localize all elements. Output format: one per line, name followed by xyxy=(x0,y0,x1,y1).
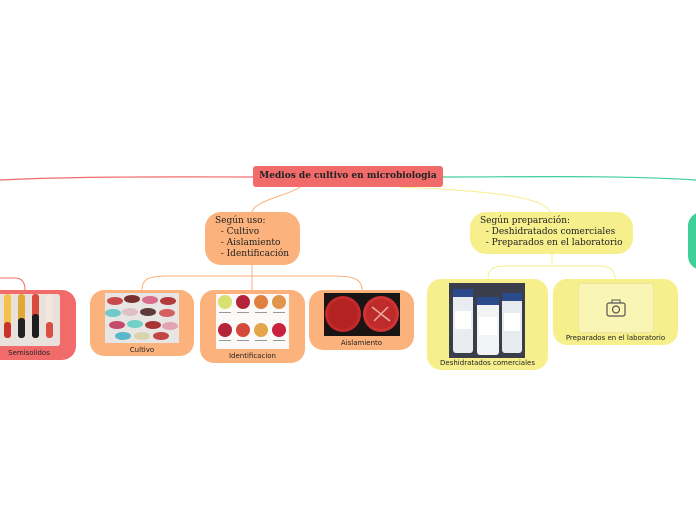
leaf-label-semisolidos: Semisolidos xyxy=(8,349,50,357)
connector-root-left xyxy=(0,176,254,181)
identificacion-image xyxy=(216,294,289,349)
aislamiento-image xyxy=(324,293,400,336)
connector-uso-leaves xyxy=(141,265,363,291)
leaf-identificacion[interactable]: Identificacion xyxy=(200,290,305,363)
camera-icon xyxy=(606,299,626,317)
cultivo-image xyxy=(105,293,179,343)
connector-root-right xyxy=(442,176,696,181)
branch-green-offscreen[interactable] xyxy=(688,212,696,270)
connector-root-uso xyxy=(251,186,301,213)
branch-segun-preparacion[interactable]: Según preparación: - Deshidratados comer… xyxy=(470,212,633,254)
leaf-label-preparados: Preparados en el laboratorio xyxy=(565,334,666,342)
connector-semisolidos xyxy=(0,277,26,291)
leaf-preparados-laboratorio[interactable]: Preparados en el laboratorio xyxy=(553,279,678,345)
leaf-label-deshidratados: Deshidratados comerciales xyxy=(440,359,535,367)
leaf-deshidratados-comerciales[interactable]: Deshidratados comerciales xyxy=(427,279,548,370)
connector-root-prep xyxy=(399,186,551,213)
leaf-label-aislamiento: Aislamiento xyxy=(340,339,383,347)
root-topic[interactable]: Medios de cultivo en microbiologia xyxy=(253,166,443,187)
leaf-semisolidos[interactable]: Semisolidos xyxy=(0,290,76,360)
leaf-label-cultivo: Cultivo xyxy=(129,346,155,354)
deshidratados-image xyxy=(449,283,525,358)
image-placeholder xyxy=(578,283,654,333)
semisolidos-image xyxy=(0,294,60,346)
leaf-cultivo[interactable]: Cultivo xyxy=(90,290,194,356)
branch-segun-uso[interactable]: Según uso: - Cultivo - Aislamiento - Ide… xyxy=(205,212,300,265)
leaf-label-identificacion: Identificacion xyxy=(228,352,276,360)
connector-prep-leaves xyxy=(487,254,616,280)
leaf-aislamiento[interactable]: Aislamiento xyxy=(309,290,414,350)
